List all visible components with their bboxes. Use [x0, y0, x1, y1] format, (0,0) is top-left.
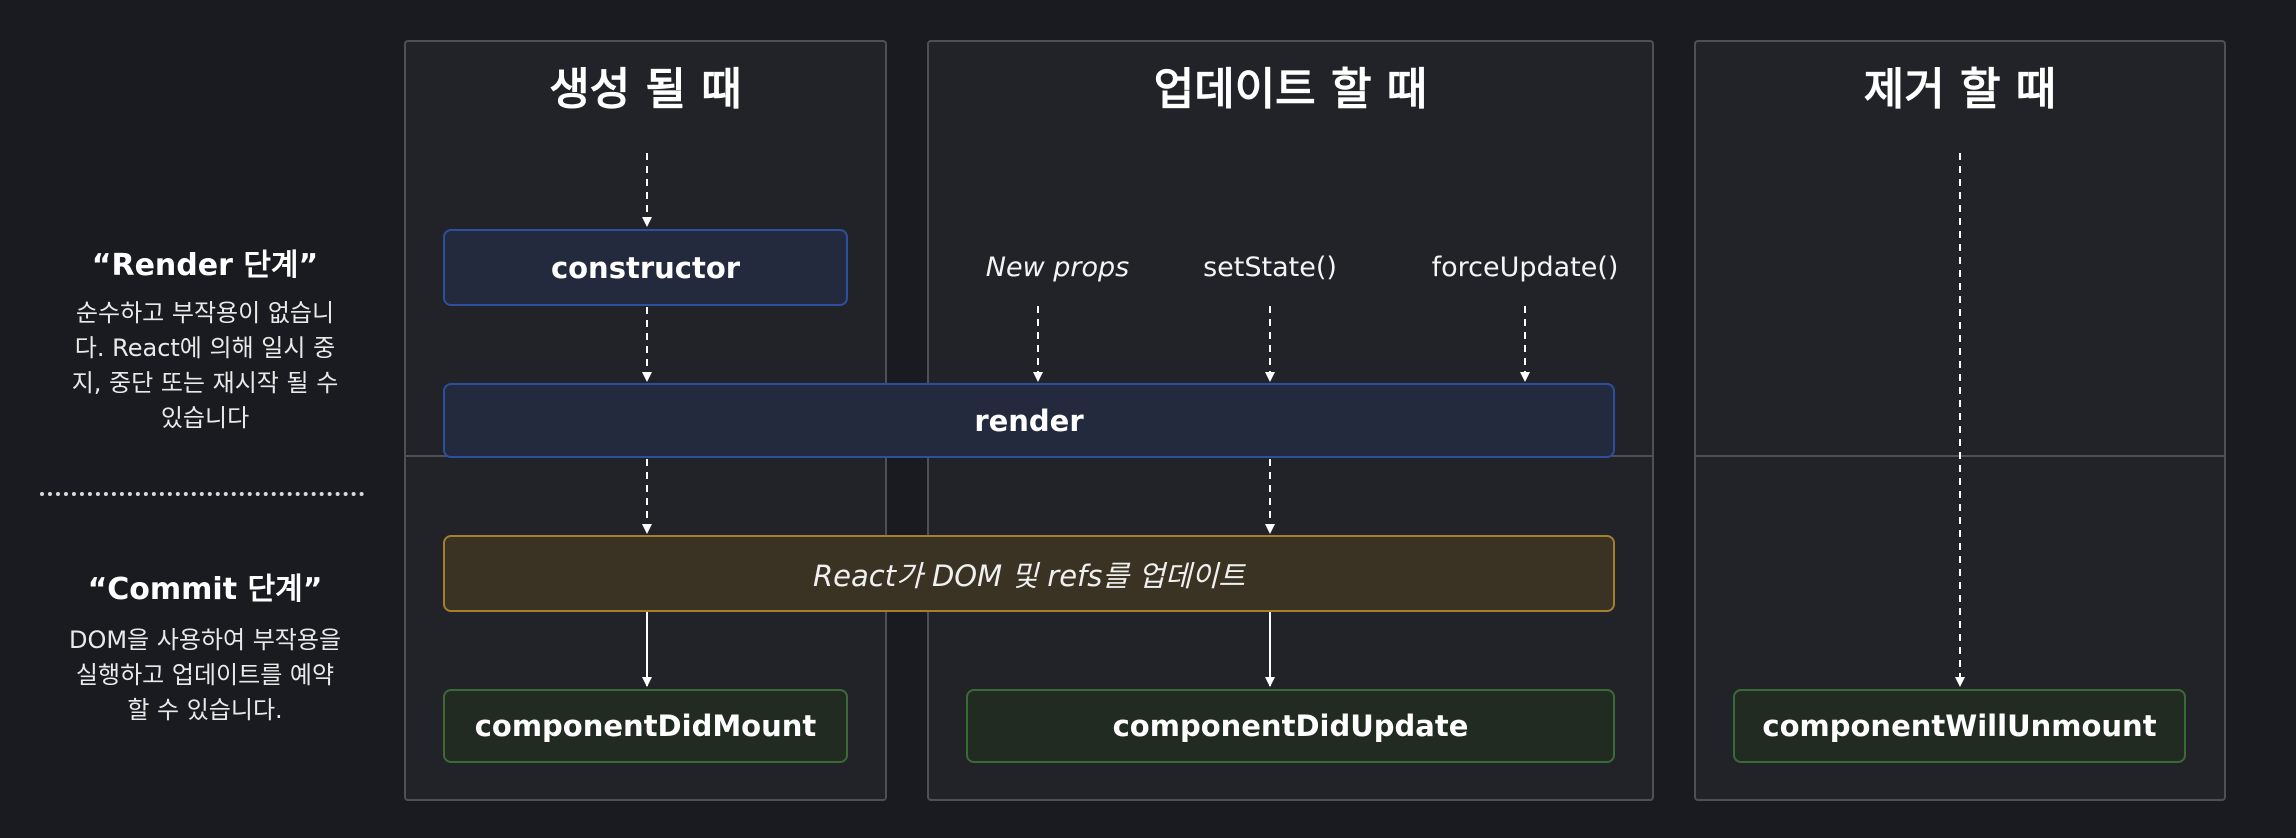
- mounting-column-title: 생성 될 때: [549, 64, 742, 115]
- component-did-update-label: componentDidUpdate: [1112, 709, 1469, 743]
- render-phase-description: 순수하고 부작용이 없습니다. React에 의해 일시 중지, 중단 또는 재…: [71, 299, 339, 432]
- commit-phase-heading: “Commit 단계”: [87, 572, 323, 607]
- component-did-update-box: componentDidUpdate: [966, 689, 1615, 763]
- render-box: render: [443, 383, 1615, 458]
- set-state-trigger: setState(): [1203, 252, 1337, 283]
- render-phase-heading: “Render 단계”: [91, 248, 319, 283]
- force-update-trigger: forceUpdate(): [1431, 252, 1619, 283]
- render-label: render: [974, 403, 1084, 438]
- component-will-unmount-label: componentWillUnmount: [1762, 709, 2157, 743]
- component-did-mount-box: componentDidMount: [443, 689, 848, 763]
- new-props-trigger: New props: [985, 252, 1130, 283]
- constructor-box: constructor: [443, 229, 848, 306]
- component-will-unmount-box: componentWillUnmount: [1733, 689, 2186, 763]
- component-did-mount-label: componentDidMount: [474, 709, 817, 743]
- unmounting-column-title: 제거 할 때: [1863, 64, 2057, 115]
- constructor-label: constructor: [550, 250, 741, 285]
- react-dom-update-box: React가 DOM 및 refs를 업데이트: [443, 535, 1615, 612]
- react-dom-update-label: React가 DOM 및 refs를 업데이트: [813, 558, 1245, 593]
- commit-phase-description: DOM을 사용하여 부작용을 실행하고 업데이트를 예약 할 수 있습니다.: [68, 626, 342, 724]
- updating-column-title: 업데이트 할 때: [1153, 64, 1428, 115]
- phase-separator: [40, 492, 364, 496]
